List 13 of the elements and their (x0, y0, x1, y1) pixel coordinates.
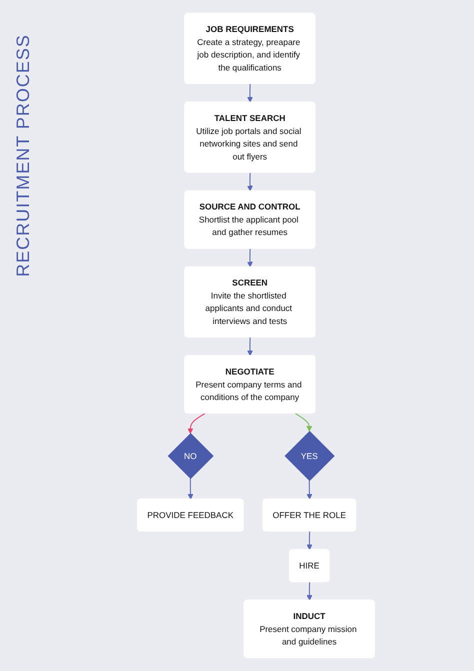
node-diamond: YES (284, 430, 335, 482)
arrow (294, 412, 312, 432)
arrow (247, 248, 253, 268)
arrow (306, 531, 312, 550)
arrow (247, 172, 253, 192)
arrow (188, 478, 194, 500)
arrow (306, 582, 312, 601)
arrow (188, 412, 206, 434)
arrow (306, 480, 312, 500)
node-diamond: NO (168, 433, 214, 479)
arrow (247, 336, 253, 356)
arrow (247, 84, 253, 103)
page-title: RECRUITMENT PROCESS (12, 34, 34, 276)
